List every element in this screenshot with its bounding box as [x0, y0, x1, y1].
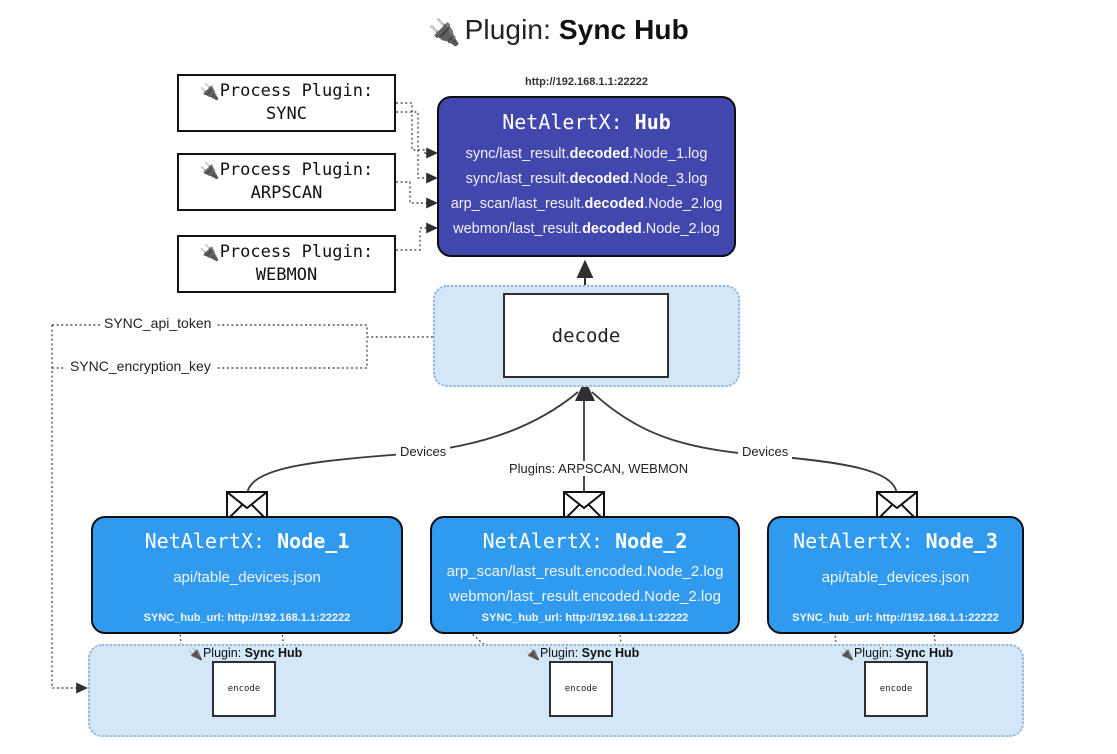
envelope-icon-node-3 [876, 491, 918, 521]
encoder-plugin-name: Sync Hub [581, 646, 640, 660]
node-lines: api/table_devices.json [93, 565, 401, 590]
encode-box-node-3[interactable]: encode [864, 661, 928, 717]
encoder-plugin-prefix: Plugin: [539, 646, 579, 660]
process-plugin-name: ARPSCAN [250, 183, 323, 203]
edge-label-devices-right: Devices [738, 444, 793, 459]
edge-label-devices-left: Devices [396, 444, 451, 459]
process-plugin-name: WEBMON [255, 265, 318, 285]
node-header-prefix: NetAlertX: [144, 529, 266, 553]
hub-log-rows: sync/last_result.decoded.Node_1.log sync… [439, 142, 734, 242]
node-line: api/table_devices.json [173, 569, 321, 586]
electric-plug-icon: 🔌 [199, 82, 220, 102]
node-hub-url: SYNC_hub_url: http://192.168.1.1:22222 [143, 612, 351, 624]
hub-log-row: sync/last_result.decoded.Node_3.log [465, 171, 708, 187]
encode-label: encode [564, 684, 598, 694]
encoder-plugin-name: Sync Hub [895, 646, 954, 660]
encoder-plugin-name: Sync Hub [244, 646, 303, 660]
electric-plug-icon: 🔌 [839, 647, 854, 661]
encode-label: encode [227, 684, 261, 694]
process-plugin-prefix: Process Plugin: [219, 160, 374, 181]
node-lines: api/table_devices.json [769, 565, 1022, 590]
node-box-node-2[interactable]: NetAlertX: Node_2 arp_scan/last_result.e… [430, 516, 740, 634]
page-title-name: Sync Hub [558, 14, 689, 45]
node-lines: arp_scan/last_result.encoded.Node_2.log … [432, 559, 738, 609]
node-header: NetAlertX: Node_2 [432, 529, 738, 553]
decode-label: decode [551, 324, 621, 347]
encoder-plugin-prefix: Plugin: [853, 646, 893, 660]
process-plugin-box-webmon[interactable]: 🔌Process Plugin: WEBMON [177, 235, 396, 293]
node-header: NetAlertX: Node_3 [769, 529, 1022, 553]
process-plugin-prefix: Process Plugin: [219, 81, 374, 102]
hub-node[interactable]: NetAlertX: Hub sync/last_result.decoded.… [437, 96, 736, 257]
node-hub-url: SYNC_hub_url: http://192.168.1.1:22222 [481, 612, 689, 624]
decode-box[interactable]: decode [503, 293, 669, 378]
node-header-prefix: NetAlertX: [793, 529, 914, 553]
encoder-plugin-label-1: 🔌Plugin: Sync Hub [188, 646, 302, 661]
hub-header-prefix: NetAlertX: [502, 110, 623, 134]
node-box-node-3[interactable]: NetAlertX: Node_3 api/table_devices.json… [767, 516, 1024, 634]
process-plugin-prefix: Process Plugin: [219, 242, 374, 263]
envelope-icon-node-2 [563, 491, 605, 521]
process-plugin-box-sync[interactable]: 🔌Process Plugin: SYNC [177, 74, 396, 132]
envelope-icon-node-1 [226, 491, 268, 521]
encoder-plugin-label-2: 🔌Plugin: Sync Hub [525, 646, 639, 661]
hub-header: NetAlertX: Hub [439, 110, 734, 134]
encode-box-node-2[interactable]: encode [549, 661, 613, 717]
page-title-lead: Plugin: [464, 14, 551, 45]
node-header-name: Node_3 [925, 529, 998, 553]
hub-header-name: Hub [634, 110, 671, 134]
node-header: NetAlertX: Node_1 [93, 529, 401, 553]
node-line: api/table_devices.json [821, 569, 970, 586]
hub-url-label: http://192.168.1.1:22222 [525, 76, 648, 88]
electric-plug-icon: 🔌 [428, 17, 461, 47]
node-header-name: Node_2 [615, 529, 688, 553]
node-box-node-1[interactable]: NetAlertX: Node_1 api/table_devices.json… [91, 516, 403, 634]
electric-plug-icon: 🔌 [199, 243, 220, 263]
hub-log-row: sync/last_result.decoded.Node_1.log [465, 146, 708, 162]
hub-log-row: webmon/last_result.decoded.Node_2.log [453, 221, 720, 237]
hub-log-row: arp_scan/last_result.decoded.Node_2.log [450, 196, 723, 212]
secret-label-encryption-key: SYNC_encryption_key [66, 358, 215, 374]
process-plugin-name: SYNC [266, 104, 307, 124]
node-line: arp_scan/last_result.encoded.Node_2.log [446, 563, 724, 580]
encode-box-node-1[interactable]: encode [212, 661, 276, 717]
node-header-prefix: NetAlertX: [482, 529, 604, 553]
node-hub-url: SYNC_hub_url: http://192.168.1.1:22222 [792, 612, 999, 624]
encode-label: encode [879, 684, 913, 694]
node-header-name: Node_1 [277, 529, 350, 553]
page-title: 🔌Plugin: Sync Hub [0, 14, 1117, 48]
encoder-plugin-label-3: 🔌Plugin: Sync Hub [839, 646, 953, 661]
electric-plug-icon: 🔌 [525, 647, 540, 661]
electric-plug-icon: 🔌 [199, 161, 220, 181]
encoder-plugin-prefix: Plugin: [202, 646, 242, 660]
edge-label-plugins-middle: Plugins: ARPSCAN, WEBMON [505, 461, 693, 476]
node-line: webmon/last_result.encoded.Node_2.log [449, 588, 721, 605]
process-plugin-box-arpscan[interactable]: 🔌Process Plugin: ARPSCAN [177, 153, 396, 211]
electric-plug-icon: 🔌 [188, 647, 203, 661]
secret-label-api-token: SYNC_api_token [100, 315, 216, 331]
